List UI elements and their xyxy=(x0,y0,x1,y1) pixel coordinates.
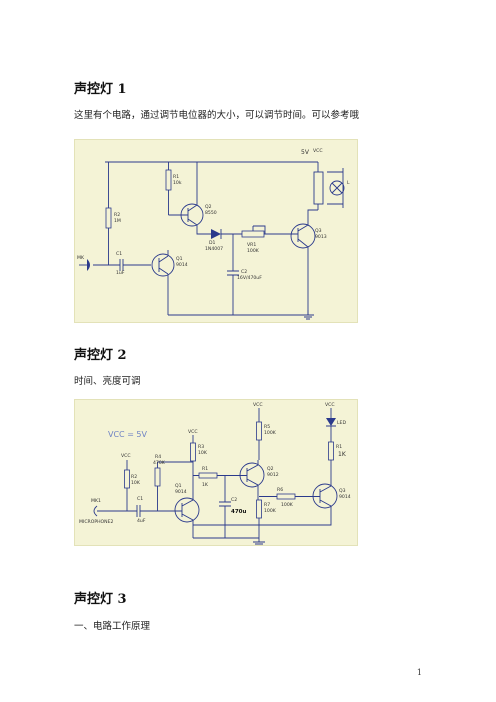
r6-label: R6 xyxy=(277,487,283,493)
section-2-text: 时间、亮度可调 xyxy=(74,376,141,387)
c2-value: 16V/470uF xyxy=(237,275,262,281)
q1-type: 9014 xyxy=(176,262,188,268)
c1-value: 4uF xyxy=(137,518,146,524)
page-number: 1 xyxy=(416,668,422,677)
microphone-label: MICROPHONE2 xyxy=(79,519,114,525)
r1-right-value: 1K xyxy=(338,451,347,458)
q2-type: 8550 xyxy=(205,210,217,216)
d1-label: D1 xyxy=(209,240,216,246)
r1-value: 10k xyxy=(173,180,182,186)
r2-value: 1M xyxy=(114,218,121,224)
section-1-text: 这里有个电路，通过调节电位器的大小，可以调节时间。可以参考哦 xyxy=(74,110,360,121)
section-3-text: 一、电路工作原理 xyxy=(74,621,151,632)
lamp-label: L xyxy=(347,180,350,186)
circuit-diagram-1: 5V VCC R2 1M R1 10k MK C1 1uF Q1 9014 Q2… xyxy=(74,139,358,323)
r6-value: 100K xyxy=(281,502,294,508)
vcc-mid: VCC xyxy=(188,429,198,435)
vcc-label: 5V xyxy=(301,149,310,156)
vr1-value: 100K xyxy=(247,248,260,254)
led-label: LED xyxy=(337,420,346,426)
q3-type: 9013 xyxy=(315,234,327,240)
r4-label: R4 xyxy=(155,454,161,460)
r1-label: R1 xyxy=(173,174,179,180)
r7-value: 100K xyxy=(264,508,277,514)
r2-value: 10K xyxy=(131,480,141,486)
vr1-label: VR1 xyxy=(247,242,256,248)
section-2-title: 声控灯 2 xyxy=(74,348,127,363)
section-1-title: 声控灯 1 xyxy=(74,82,127,97)
c1-label: C1 xyxy=(116,251,122,257)
q1-label: Q1 xyxy=(175,483,182,489)
mic-label: MK1 xyxy=(91,498,101,504)
r7-label: R7 xyxy=(264,502,270,508)
r3-label: R3 xyxy=(198,444,204,450)
q2-label: Q2 xyxy=(267,466,274,472)
r1-right-label: R1 xyxy=(336,444,342,450)
q2-type: 9012 xyxy=(267,472,279,478)
c1-value: 1uF xyxy=(116,270,125,276)
q3-type: 9014 xyxy=(339,494,351,500)
r5-label: R5 xyxy=(264,424,270,430)
vcc-left: VCC xyxy=(121,453,131,459)
q1-type: 9014 xyxy=(175,489,187,495)
r2-label: R2 xyxy=(131,474,137,480)
r5-value: 100K xyxy=(264,430,277,436)
c2-label: C2 xyxy=(241,269,247,275)
vcc-q2: VCC xyxy=(253,402,263,408)
d1-type: 1N4007 xyxy=(205,246,223,252)
r1-mid-label: R1 xyxy=(202,466,208,472)
vcc-big-label: VCC = 5V xyxy=(108,430,148,439)
c2-label: C2 xyxy=(231,497,237,503)
c2-value: 470u xyxy=(231,509,246,515)
q2-label: Q2 xyxy=(205,204,212,210)
q3-label: Q3 xyxy=(339,488,346,494)
circuit-diagram-2: VCC = 5V VCC R2 10K MK1 MICROPHONE2 C1 4… xyxy=(74,399,358,546)
vcc-tag: VCC xyxy=(313,148,323,154)
vcc-right: VCC xyxy=(325,402,335,408)
q1-label: Q1 xyxy=(176,256,183,262)
c1-label: C1 xyxy=(137,496,143,502)
mic-label: MK xyxy=(77,255,85,261)
r4-value: 470K xyxy=(153,460,166,466)
r2-label: R2 xyxy=(114,212,120,218)
section-3-title: 声控灯 3 xyxy=(74,592,127,607)
r3-value: 10K xyxy=(198,450,208,456)
r1-mid-value: 1K xyxy=(202,482,209,488)
q3-label: Q3 xyxy=(315,228,322,234)
